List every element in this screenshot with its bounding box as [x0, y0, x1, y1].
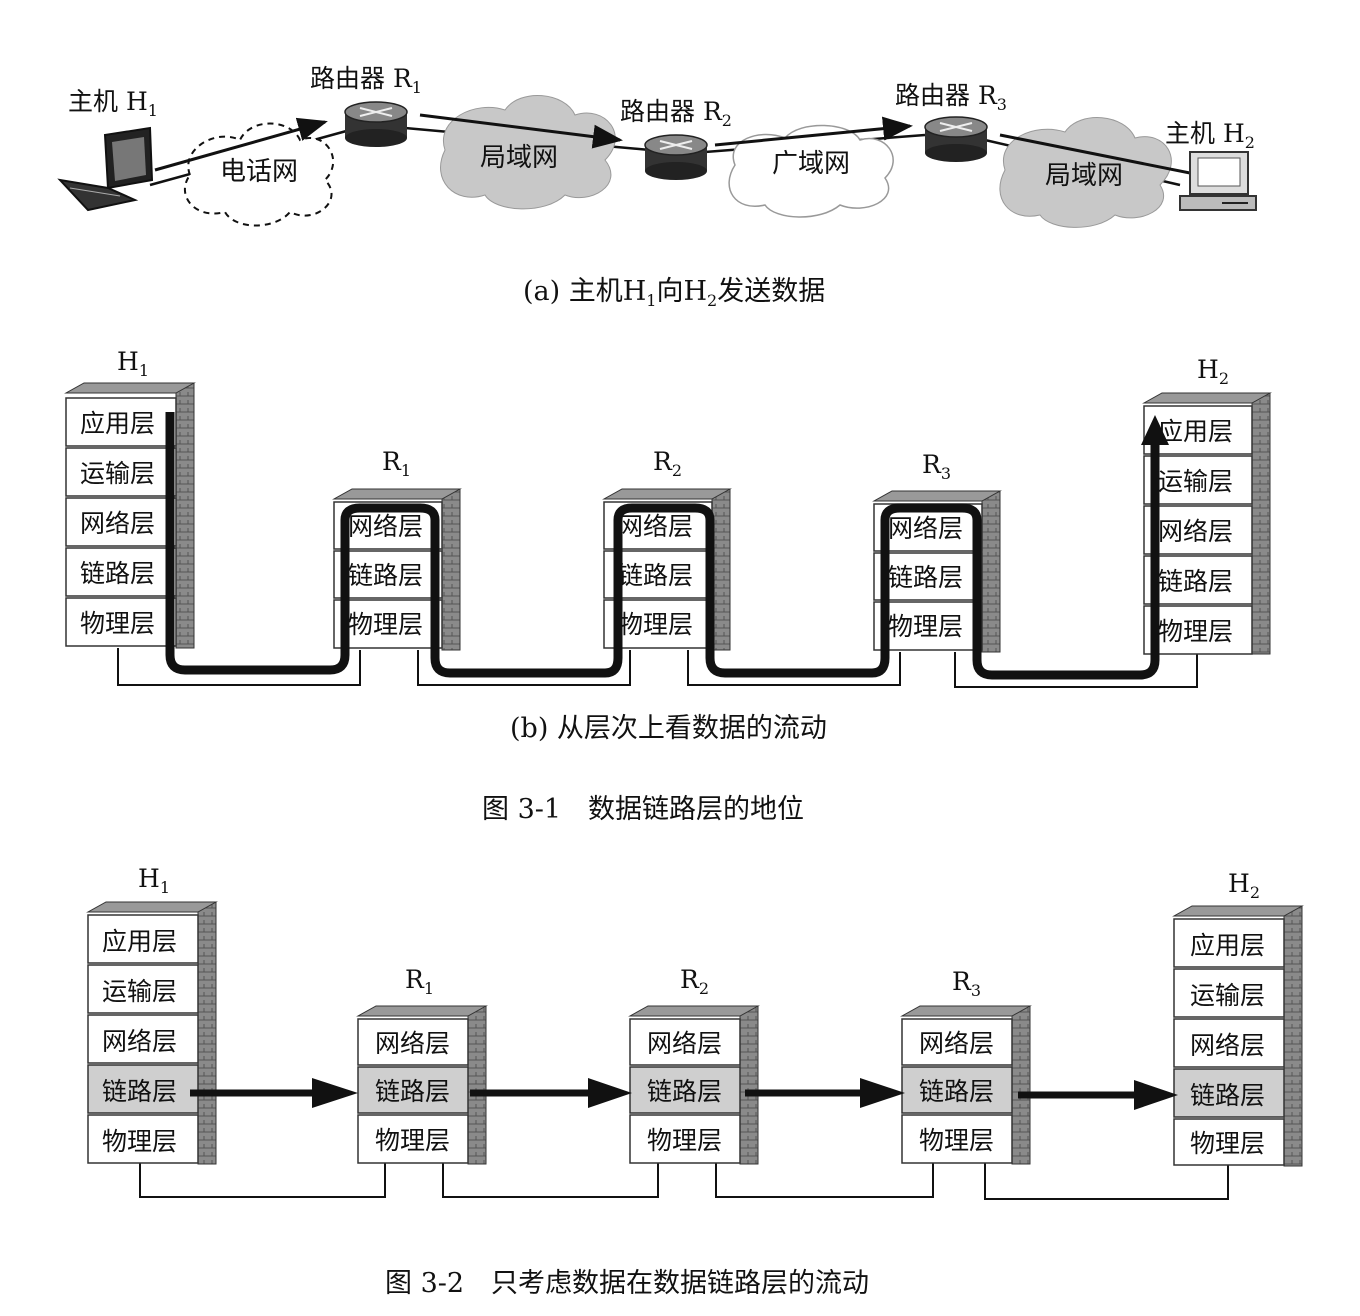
layer-label: 物理层: [80, 609, 155, 638]
network-label-2: 局域网: [480, 143, 558, 173]
r2-stack-3-2: 网络层 链路层 物理层: [628, 1005, 760, 1165]
layer-label: 网络层: [348, 512, 423, 541]
layer-label: 物理层: [375, 1126, 450, 1155]
figure-3-1-title: 图 3-1 数据链路层的地位: [482, 794, 804, 825]
layer-label: 运输层: [80, 459, 155, 488]
layer-label: 网络层: [919, 1029, 994, 1058]
layer-label: 链路层: [647, 1077, 722, 1106]
physical-link-b: [117, 648, 1198, 688]
layer-label: 运输层: [1158, 467, 1233, 496]
layer-label: 网络层: [888, 514, 963, 543]
layer-label: 链路层: [1190, 1081, 1265, 1110]
layer-label: 运输层: [102, 977, 177, 1006]
node-label-r2: R2: [680, 965, 709, 998]
cloud-phone-network: 电话网: [184, 122, 335, 227]
host-h2-label: 主机 H2: [1165, 119, 1255, 152]
router-r2-label: 路由器 R2: [620, 97, 732, 130]
layer-label: 物理层: [348, 610, 423, 639]
layer-label: 应用层: [1158, 417, 1233, 446]
node-label-r2: R2: [653, 447, 682, 480]
layer-label: 网络层: [647, 1029, 722, 1058]
figure-3-2-title: 图 3-2 只考虑数据在数据链路层的流动: [385, 1268, 869, 1299]
cloud-wan: 广域网: [728, 124, 894, 218]
r3-stack-b: 网络层 链路层 物理层: [872, 490, 1002, 653]
layer-label: 运输层: [1190, 981, 1265, 1010]
node-label-r3: R3: [922, 450, 951, 483]
desktop-computer-icon: [1179, 151, 1257, 211]
node-label-r1: R1: [405, 965, 434, 998]
node-label-h2: H2: [1197, 355, 1229, 388]
physical-link-3-2: [139, 1163, 1229, 1200]
layer-label: 应用层: [80, 409, 155, 438]
node-label-r1: R1: [382, 447, 411, 480]
host-h1-label: 主机 H1: [68, 87, 158, 120]
layer-label: 链路层: [102, 1077, 177, 1106]
r1-stack-b: 网络层 链路层 物理层: [332, 488, 462, 651]
layer-label: 链路层: [375, 1077, 450, 1106]
network-label-3: 广域网: [772, 149, 850, 179]
layer-label: 链路层: [80, 559, 155, 588]
router-icon-r1: [344, 101, 408, 147]
r3-stack-3-2: 网络层 链路层 物理层: [900, 1005, 1032, 1165]
layer-label: 网络层: [80, 509, 155, 538]
layer-label: 网络层: [102, 1027, 177, 1056]
data-flow-arrows: [154, 113, 1228, 187]
link-layer-flow-diagram: 应用层 运输层 网络层 链路层 物理层 H1 网络层 链路层 物理层 R1 网络…: [86, 864, 1304, 1299]
layer-label: 物理层: [102, 1127, 177, 1156]
layer-label: 物理层: [919, 1126, 994, 1155]
laptop-icon: [57, 126, 154, 212]
layer-label: 网络层: [618, 512, 693, 541]
network-label-4: 局域网: [1045, 161, 1123, 191]
layer-label: 链路层: [348, 561, 423, 590]
node-label-h1: H1: [117, 347, 149, 380]
layer-label: 网络层: [1158, 517, 1233, 546]
layer-label: 网络层: [375, 1029, 450, 1058]
h1-stack-b: 应用层 运输层 网络层 链路层 物理层: [64, 382, 196, 649]
layer-label: 网络层: [1190, 1031, 1265, 1060]
router-r1-label: 路由器 R1: [310, 64, 422, 97]
data-flow-path-b: [165, 412, 1160, 680]
node-label-r3: R3: [952, 967, 981, 1000]
layer-label: 应用层: [1190, 931, 1265, 960]
link-layer-arrows: [190, 1078, 1178, 1110]
cloud-lan-1: 局域网: [440, 95, 616, 210]
layer-label: 物理层: [1190, 1129, 1265, 1158]
figure-a-caption: (a) 主机H1向H2发送数据: [523, 276, 825, 310]
layer-label: 链路层: [919, 1077, 994, 1106]
layer-label: 链路层: [888, 563, 963, 592]
node-label-h2: H2: [1228, 869, 1260, 902]
router-icon-r2: [644, 134, 708, 180]
node-label-h1: H1: [138, 864, 170, 897]
layer-label: 物理层: [618, 610, 693, 639]
r1-stack-3-2: 网络层 链路层 物理层: [356, 1005, 488, 1165]
data-flow-arrowhead-b: [1141, 415, 1169, 445]
layer-label: 物理层: [1158, 617, 1233, 646]
h2-stack-3-2: 应用层 运输层 网络层 链路层 物理层: [1172, 905, 1304, 1167]
cloud-lan-2: 局域网: [999, 117, 1172, 228]
layer-label: 链路层: [1158, 567, 1233, 596]
layer-label: 链路层: [618, 561, 693, 590]
router-r3-label: 路由器 R3: [895, 81, 1007, 114]
layer-label: 物理层: [888, 612, 963, 641]
layer-label: 物理层: [647, 1126, 722, 1155]
network-label-1: 电话网: [220, 157, 298, 187]
layer-label: 应用层: [102, 927, 177, 956]
h1-stack-3-2: 应用层 运输层 网络层 链路层 物理层: [86, 901, 218, 1165]
figure-b-caption: (b) 从层次上看数据的流动: [510, 713, 827, 744]
layer-flow-diagram: 应用层 运输层 网络层 链路层 物理层 H1 网络层 链路层 物理层 R1 网络…: [64, 347, 1272, 744]
h2-stack-b: 应用层 运输层 网络层 链路层 物理层: [1142, 392, 1272, 655]
network-topology: 电话网 局域网 广域网 局域网 主机 H1: [57, 64, 1257, 310]
router-icon-r3: [924, 116, 988, 162]
